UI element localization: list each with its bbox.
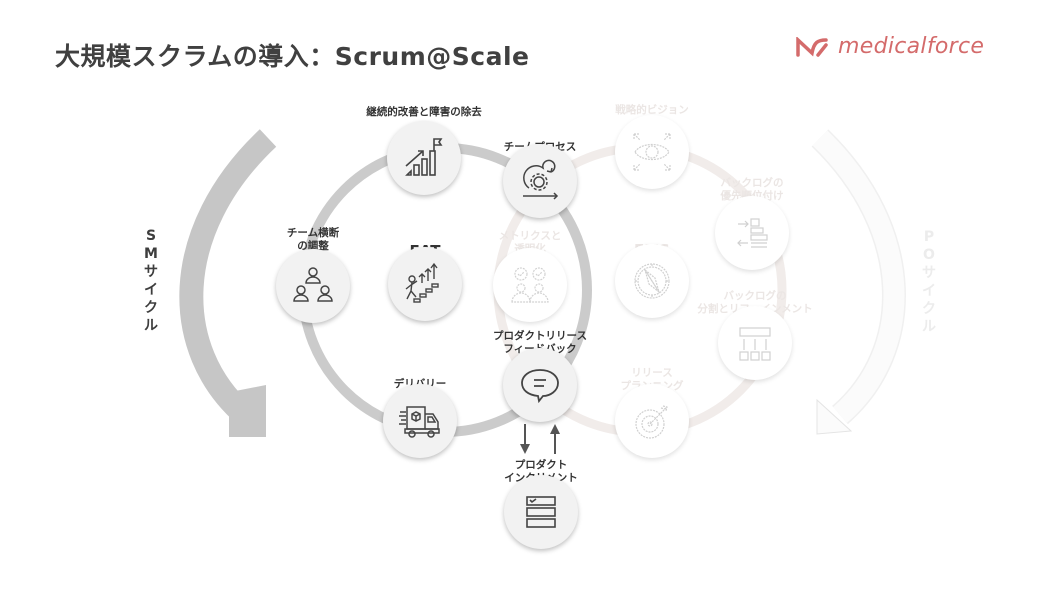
release-feedback-node[interactable]: [503, 348, 577, 422]
label-line: リリース: [631, 367, 673, 379]
feedback-down-arrow: [520, 424, 530, 454]
sm-char: サ: [144, 264, 158, 280]
checklist-icon: [526, 496, 556, 528]
team-people-icon: [293, 267, 333, 302]
people-check-icon: [511, 267, 549, 303]
sm-char: M: [144, 246, 158, 262]
po-cycle-arrow: [811, 129, 906, 435]
delivery-truck-icon: [399, 406, 440, 438]
hierarchy-icon: [739, 327, 771, 361]
ems-node[interactable]: [615, 244, 689, 318]
climbing-stairs-icon: [405, 262, 439, 303]
po-char: ル: [922, 319, 936, 335]
page-title: 大規模スクラムの導入：Scrum@Scale: [55, 42, 530, 71]
backlog-priority-node[interactable]: [715, 196, 789, 270]
sm-cycle-label: S M サ イ ク ル: [141, 227, 161, 335]
po-char: P: [923, 229, 935, 245]
eye-vision-icon: [633, 133, 671, 171]
priority-list-icon: [737, 218, 768, 248]
label-line: バックログの: [720, 177, 784, 189]
label-line: プロダクト: [514, 459, 568, 471]
increment-node[interactable]: [504, 475, 578, 549]
sm-cycle-arrow: [179, 129, 277, 437]
po-char: サ: [922, 265, 936, 281]
medicalforce-logo-icon: [796, 36, 828, 57]
delivery-node[interactable]: [383, 384, 457, 458]
po-char: ク: [922, 301, 936, 317]
po-char: O: [923, 247, 935, 263]
target-arrow-icon: [635, 405, 668, 439]
label-line: チーム横断: [286, 227, 340, 239]
label-line: バックログの: [723, 290, 787, 302]
po-char: イ: [922, 283, 936, 299]
metrics-node[interactable]: [493, 248, 567, 322]
speech-bubble-icon: [521, 369, 559, 404]
feedback-up-arrow: [550, 424, 560, 454]
sm-char: S: [145, 228, 157, 244]
sm-char: ル: [144, 318, 158, 334]
logo-text: medicalforce: [838, 34, 985, 59]
po-cycle-label: P O サ イ ク ル: [919, 228, 939, 336]
label-line: プロダクトリリース: [493, 330, 587, 342]
strategic-vision-label: 戦略的ビジョン: [615, 104, 689, 116]
continuous-improvement-label: 継続的改善と障害の除去: [366, 106, 482, 118]
eat-node[interactable]: [388, 247, 462, 321]
growth-chart-flag-icon: [405, 138, 443, 176]
backlog-refinement-node[interactable]: [718, 306, 792, 380]
release-planning-node[interactable]: [615, 384, 689, 458]
cross-team-node[interactable]: [276, 249, 350, 323]
continuous-improvement-node[interactable]: [387, 121, 461, 195]
label-line: メトリクスと: [498, 230, 562, 242]
sm-char: イ: [144, 282, 158, 298]
compass-icon: [634, 263, 670, 299]
sm-char: ク: [144, 300, 158, 316]
brand-logo: medicalforce: [796, 34, 984, 59]
strategic-vision-node[interactable]: [615, 115, 689, 189]
gear-cycle-icon: [523, 159, 559, 200]
team-process-node[interactable]: [503, 144, 577, 218]
